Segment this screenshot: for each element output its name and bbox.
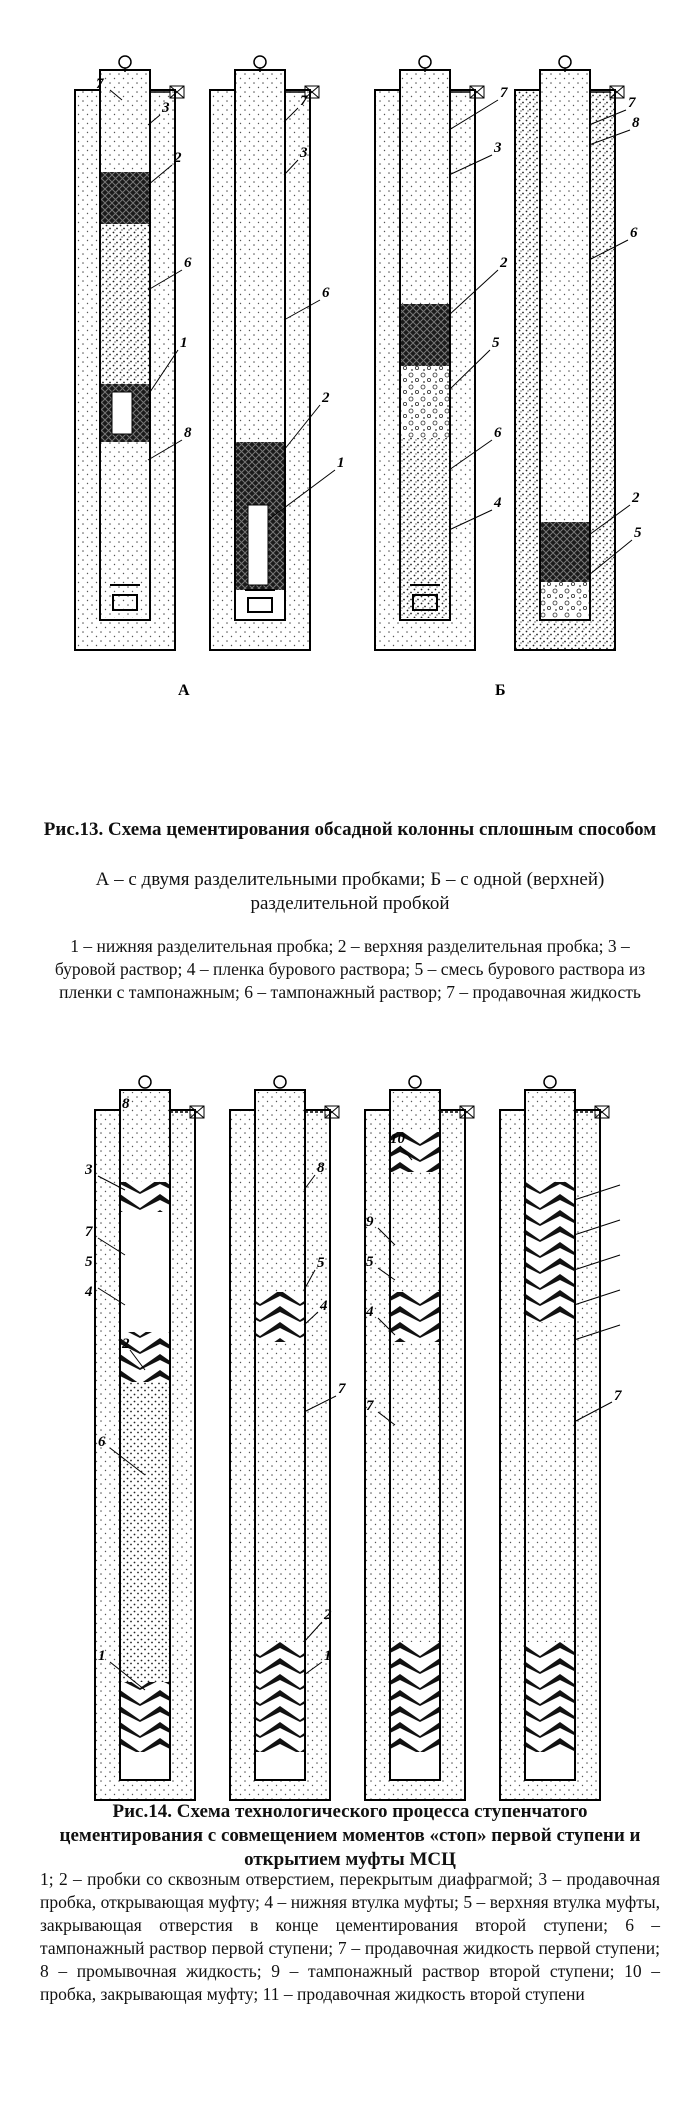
fig14-column-1 — [94, 1075, 205, 1801]
fig13-column-b1 — [374, 55, 485, 651]
fig13-caption-title: Рис.13. Схема цементирования обсадной ко… — [43, 819, 657, 840]
fig13-callout: 7 — [500, 85, 508, 101]
figure-13: 7 3 2 6 1 8 7 3 6 2 1 7 3 2 5 6 4 7 8 6 … — [0, 0, 700, 720]
fig14-callout: 1 — [324, 1648, 332, 1664]
fig13-callout: 6 — [630, 225, 638, 241]
fig13-callout: 2 — [631, 490, 640, 506]
fig13-column-a1 — [74, 55, 185, 651]
fig14-callout: 4 — [84, 1284, 93, 1300]
fig13-callout: 3 — [161, 100, 170, 116]
fig13-callout: 5 — [634, 525, 642, 541]
fig13-caption-subtitle: А – с двумя разделительными пробками; Б … — [95, 869, 605, 914]
fig14-callout: 1 — [98, 1648, 106, 1664]
fig13-callout: 2 — [321, 390, 330, 406]
fig13-callout: 1 — [180, 335, 188, 351]
fig13-legend: 1 – нижняя разделительная пробка; 2 – ве… — [54, 936, 646, 1002]
fig14-caption-title: Рис.14. Схема технологического процесса … — [59, 1801, 641, 1870]
fig13-callout: 2 — [499, 255, 508, 271]
fig14-callout: 2 — [323, 1607, 332, 1623]
fig13-callout: 6 — [322, 285, 330, 301]
fig14-callout: 7 — [85, 1224, 93, 1240]
figure-14: 8 3 7 5 4 2 6 1 8 5 4 7 2 1 10 9 5 4 7 7 — [0, 1050, 700, 1840]
fig14-callout: 5 — [366, 1254, 374, 1270]
fig14-callout: 7 — [338, 1381, 346, 1397]
fig13-callout: 5 — [492, 335, 500, 351]
fig14-callout: 7 — [614, 1388, 622, 1404]
fig13-callout: 8 — [632, 115, 640, 131]
fig13-callout: 6 — [184, 255, 192, 271]
fig14-callout: 3 — [84, 1162, 93, 1178]
fig14-callout: 7 — [366, 1398, 374, 1414]
fig14-callout: 10 — [390, 1131, 406, 1147]
fig14-column-3 — [364, 1075, 475, 1801]
fig13-label-a: А — [178, 682, 190, 699]
fig13-callout: 6 — [494, 425, 502, 441]
figure-14-drawing: 8 3 7 5 4 2 6 1 8 5 4 7 2 1 10 9 5 4 7 7 — [84, 1075, 622, 1801]
fig13-callout: 3 — [299, 145, 308, 161]
fig13-label-b: Б — [495, 682, 506, 699]
fig13-callout: 2 — [173, 150, 182, 166]
fig14-callout: 9 — [366, 1214, 374, 1230]
fig13-callout: 1 — [337, 455, 345, 471]
fig14-callout: 5 — [317, 1255, 325, 1271]
fig14-column-4 — [499, 1075, 621, 1801]
figure-13-drawing: 7 3 2 6 1 8 7 3 6 2 1 7 3 2 5 6 4 7 8 6 … — [74, 55, 642, 699]
fig14-callout: 8 — [122, 1096, 130, 1112]
fig14-legend: 1; 2 – пробки со сквозным отверстием, пе… — [40, 1869, 660, 2004]
fig13-callout: 3 — [493, 140, 502, 156]
fig14-callout: 4 — [365, 1304, 374, 1320]
fig14-callout: 4 — [319, 1298, 328, 1314]
fig13-callout: 7 — [96, 76, 104, 92]
fig13-callout: 7 — [300, 93, 308, 109]
fig13-callout: 4 — [493, 495, 502, 511]
fig13-column-a2 — [209, 55, 320, 651]
fig14-column-2 — [229, 1075, 340, 1801]
fig13-column-b2 — [514, 55, 625, 651]
fig13-callout: 8 — [184, 425, 192, 441]
fig14-callout: 6 — [98, 1434, 106, 1450]
fig14-callout: 8 — [317, 1160, 325, 1176]
fig13-callout: 7 — [628, 95, 636, 111]
fig14-callout: 5 — [85, 1254, 93, 1270]
fig14-callout: 2 — [121, 1336, 130, 1352]
